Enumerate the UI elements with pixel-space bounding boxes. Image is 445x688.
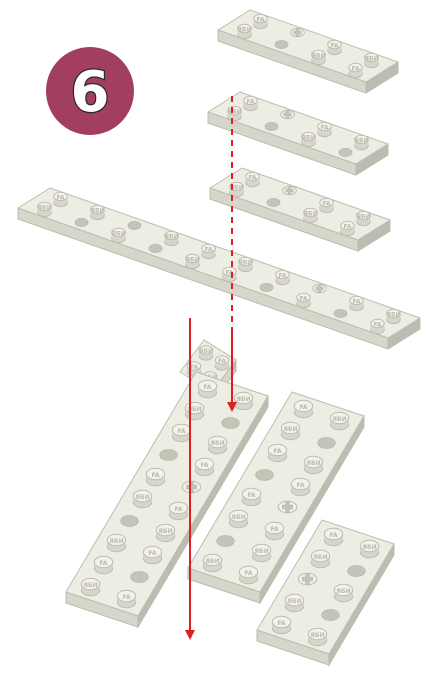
- stud-logo: FA: [256, 17, 264, 24]
- plus-hole-icon: [313, 284, 327, 292]
- stud-logo: ЯБИ: [227, 109, 241, 116]
- stud-logo: ЯБИ: [210, 440, 224, 447]
- round-hole: [275, 40, 288, 48]
- stud-logo: ЯБИ: [37, 205, 51, 212]
- round-hole: [265, 122, 278, 130]
- stud-logo: ЯБИ: [111, 231, 125, 238]
- plate-2x4-a: FA FA ЯБИ ЯБИ ЯБИ FA: [218, 10, 398, 93]
- round-hole: [149, 244, 162, 252]
- round-hole: [348, 566, 365, 577]
- stud-logo: FA: [244, 570, 252, 577]
- stud-logo: FA: [351, 66, 359, 73]
- stud-logo: FA: [278, 273, 286, 280]
- step-number: 6: [71, 60, 110, 125]
- round-hole: [318, 438, 335, 449]
- round-hole: [267, 198, 280, 206]
- stud-logo: FA: [246, 99, 254, 106]
- round-hole: [75, 218, 88, 226]
- stud-logo: FA: [177, 428, 185, 435]
- stud-logo: ЯБИ: [306, 460, 320, 467]
- round-hole: [217, 536, 234, 547]
- stud-logo: ЯБИ: [336, 588, 350, 595]
- stud-logo: ЯБИ: [303, 211, 317, 218]
- plus-hole-icon: [281, 110, 295, 118]
- round-hole: [222, 418, 239, 429]
- stud-logo: FA: [148, 550, 156, 557]
- stud-logo: ЯБИ: [90, 208, 104, 215]
- stud-logo: ЯБИ: [356, 214, 370, 221]
- stud-logo: FA: [329, 532, 337, 539]
- stud-logo: FA: [56, 195, 64, 202]
- stud-logo: ЯБИ: [199, 348, 213, 355]
- round-hole: [121, 516, 138, 527]
- stud-logo: FA: [296, 482, 304, 489]
- stud-logo: ЯБИ: [109, 538, 123, 545]
- stud-logo: FA: [204, 247, 212, 254]
- round-hole: [322, 610, 339, 621]
- stud-logo: FA: [273, 448, 281, 455]
- stud-logo: ЯБИ: [254, 548, 268, 555]
- stud-logo: ЯБИ: [231, 514, 245, 521]
- round-hole: [256, 470, 273, 481]
- stud-logo: FA: [190, 364, 198, 371]
- stud-logo: FA: [322, 201, 330, 208]
- stud-logo: ЯБИ: [313, 554, 327, 561]
- stud-logo: ЯБИ: [301, 135, 315, 142]
- stud-logo: ЯБИ: [354, 138, 368, 145]
- stud-logo: FA: [320, 125, 328, 132]
- stud-logo: FA: [200, 462, 208, 469]
- stud-logo: ЯБИ: [283, 426, 297, 433]
- stud-logo: ЯБИ: [386, 312, 400, 319]
- plus-hole-icon: [298, 573, 316, 584]
- round-hole: [339, 148, 352, 156]
- stud-logo: ЯБИ: [185, 257, 199, 264]
- round-hole: [131, 572, 148, 583]
- stud-logo: FA: [151, 472, 159, 479]
- stud-logo: ЯБИ: [364, 56, 378, 63]
- stud-logo: ЯБИ: [238, 260, 252, 267]
- round-hole: [334, 309, 347, 317]
- stud-logo: FA: [99, 560, 107, 567]
- stud-logo: ЯБИ: [332, 416, 346, 423]
- stud-logo: ЯБИ: [362, 544, 376, 551]
- plus-hole-icon: [291, 28, 305, 36]
- stud-logo: FA: [330, 43, 338, 50]
- stud-logo: ЯБИ: [287, 598, 301, 605]
- stud-logo: FA: [270, 526, 278, 533]
- stud-logo: FA: [277, 620, 285, 627]
- stud-logo: ЯБИ: [237, 27, 251, 34]
- stud-logo: ЯБИ: [205, 558, 219, 565]
- stud-logo: ЯБИ: [135, 494, 149, 501]
- plus-hole-icon: [283, 186, 297, 194]
- stud-logo: FA: [247, 492, 255, 499]
- stud-logo: FA: [373, 322, 381, 329]
- stud-logo: ЯБИ: [311, 53, 325, 60]
- stud-logo: FA: [174, 506, 182, 513]
- round-hole: [260, 283, 273, 291]
- stud-logo: ЯБИ: [158, 528, 172, 535]
- step-badge: 6: [46, 47, 134, 135]
- stud-logo: ЯБИ: [236, 396, 250, 403]
- stud-logo: FA: [248, 175, 256, 182]
- stud-logo: FA: [343, 224, 351, 231]
- stud-logo: ЯБИ: [164, 234, 178, 241]
- stud-logo: FA: [122, 594, 130, 601]
- stud-logo: FA: [218, 358, 226, 365]
- stud-logo: ЯБИ: [83, 582, 97, 589]
- arrow-head: [185, 630, 195, 640]
- plate-2x4-b: FA FA ЯБИ ЯБИ ЯБИ: [208, 92, 388, 175]
- round-hole: [160, 450, 177, 461]
- stud-logo: FA: [203, 384, 211, 391]
- round-hole: [128, 221, 141, 229]
- stud-logo: FA: [299, 296, 307, 303]
- stud-logo: FA: [299, 404, 307, 411]
- plus-hole-icon: [182, 481, 200, 492]
- stud-logo: ЯБИ: [310, 632, 324, 639]
- plus-hole-icon: [278, 501, 296, 512]
- stud-logo: FA: [352, 299, 360, 306]
